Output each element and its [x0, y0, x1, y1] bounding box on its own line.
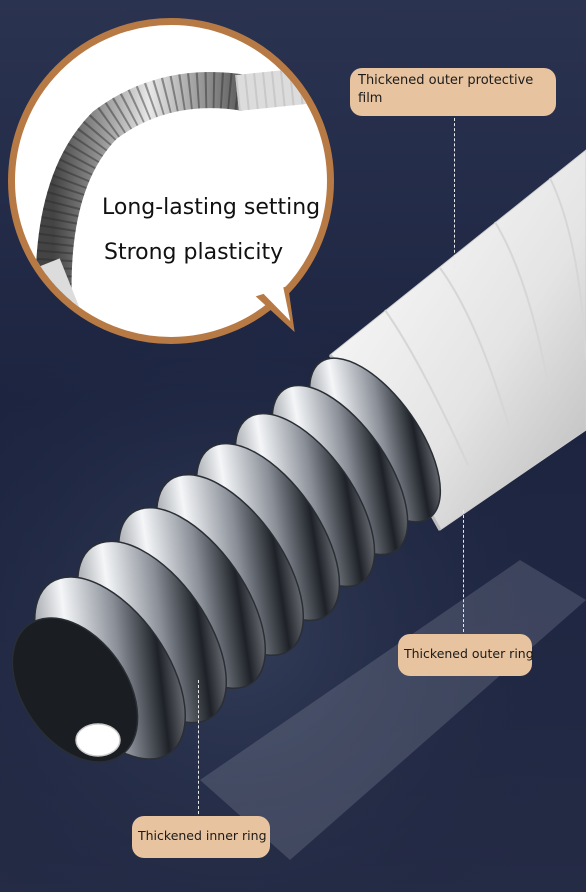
bent-hose-inset [26, 67, 317, 332]
label-inner-ring: Thickened inner ring [132, 816, 270, 858]
metal-coil-section [11, 357, 442, 763]
film-leader-line [454, 118, 455, 268]
callout-line-2: Strong plasticity [104, 240, 284, 265]
callout-bubble [8, 18, 334, 344]
callout-line-1: Long-lasting setting [102, 195, 321, 220]
label-outer-protective-film: Thickened outer protective film [350, 68, 556, 116]
label-outer-ring: Thickened outer ring [398, 634, 534, 676]
inner-ring-leader-line [198, 680, 199, 814]
outer-ring-leader-line [463, 510, 464, 632]
